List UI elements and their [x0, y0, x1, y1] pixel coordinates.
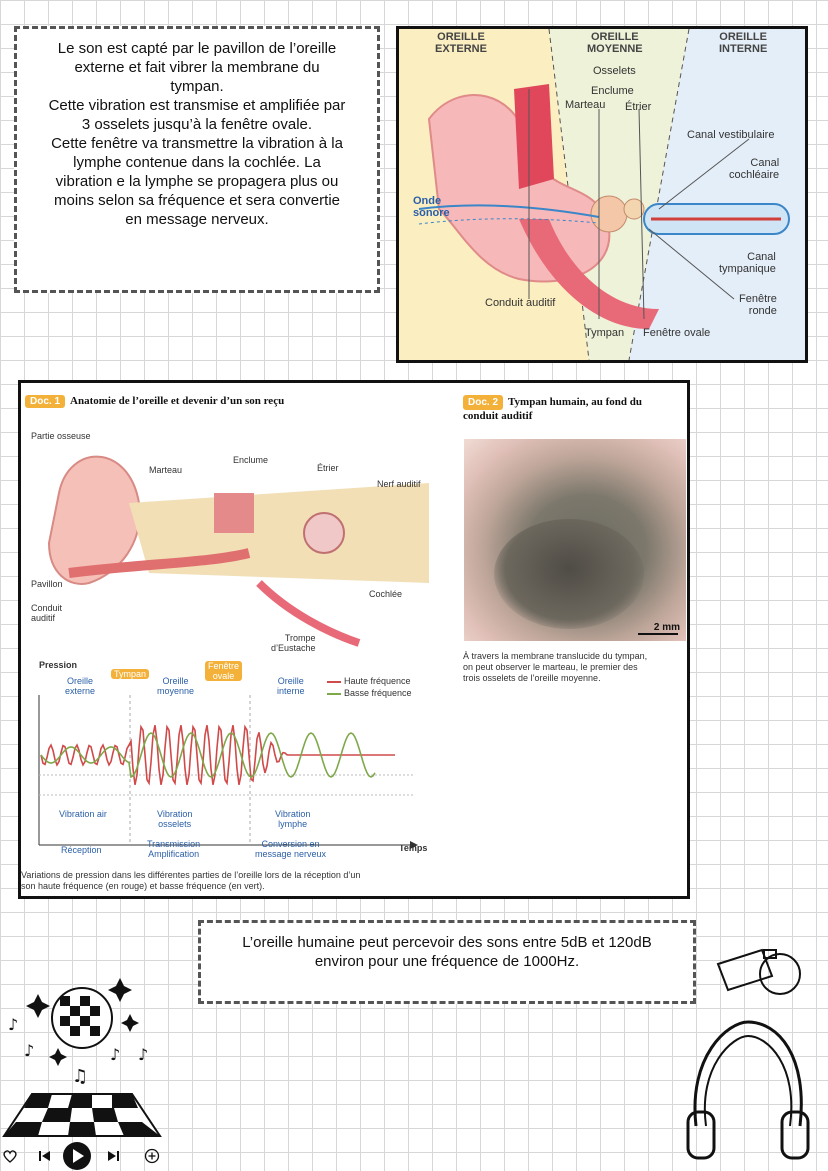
legend-haute-swatch	[327, 680, 341, 683]
sparkle-icon	[121, 1014, 139, 1032]
nerf-auditif-label: Nerf auditif	[377, 479, 421, 489]
pavillon-label: Pavillon	[31, 579, 63, 589]
marteau-label: Marteau	[565, 99, 606, 111]
next-icon[interactable]	[106, 1149, 120, 1163]
intro-line: moins selon sa fréquence et sera convert…	[54, 192, 340, 209]
sparkle-icon	[26, 994, 50, 1018]
heart-icon[interactable]	[2, 1148, 18, 1164]
range-note: L’oreille humaine peut percevoir des son…	[198, 920, 696, 1004]
etrier-label: Étrier	[317, 463, 339, 473]
player-bar	[0, 1140, 170, 1171]
conduit-auditif-label: Conduit auditif	[485, 297, 556, 309]
ear-diagram-illustration	[399, 29, 805, 360]
intro-line: tympan.	[170, 78, 224, 95]
basse-frequence-curve	[40, 732, 376, 779]
svg-text:♫: ♫	[72, 1066, 88, 1087]
legend-haute: Haute fréquence	[327, 676, 411, 686]
svg-text:♪: ♪	[8, 1015, 18, 1034]
intro-line: lymphe contenue dans la cochlée. La	[73, 154, 321, 171]
doc1-anatomy-illustration	[29, 423, 439, 663]
enclume-label: Enclume	[591, 85, 634, 97]
eardrum-photo: 2 mm	[464, 439, 686, 641]
doc2-badge: Doc. 2	[463, 395, 504, 410]
intro-line: externe et fait vibrer la membrane du	[74, 59, 320, 76]
intro-line: Cette fenêtre va transmettre la vibratio…	[51, 135, 343, 152]
previous-icon[interactable]	[38, 1149, 52, 1163]
canal-vestibulaire-label: Canal vestibulaire	[687, 129, 775, 141]
graph-ylabel: Pression	[39, 660, 78, 670]
sparkle-icon	[49, 1048, 67, 1066]
svg-text:♪: ♪	[138, 1045, 148, 1064]
play-icon[interactable]	[62, 1141, 92, 1171]
intro-line: en message nerveux.	[125, 211, 269, 228]
intro-line: vibration e la lymphe se propagera plus …	[55, 173, 339, 190]
osselets-label: Osselets	[593, 65, 636, 77]
graph-xlabel: Temps	[399, 843, 428, 853]
intro-line: Le son est capté par le pavillon de l’or…	[57, 40, 337, 57]
enclume-label: Enclume	[233, 455, 269, 465]
haute-frequence-curve	[40, 724, 395, 786]
legend-basse: Basse fréquence	[327, 688, 412, 698]
phase-reception: Réception	[61, 845, 102, 855]
fenetre-ovale-label: Fenêtre ovale	[643, 327, 711, 339]
legend-basse-swatch	[327, 692, 341, 695]
etrier-label: Étrier	[625, 101, 652, 113]
intro-line: Cette vibration est transmise et amplifi…	[48, 97, 346, 114]
svg-text:♪: ♪	[24, 1041, 34, 1060]
scale-bar	[638, 633, 678, 635]
tympan-tag: Tympan	[111, 669, 150, 679]
doc1-caption: Variations de pression dans les différen…	[21, 870, 361, 891]
scale-label: 2 mm	[653, 622, 680, 633]
range-line: L’oreille humaine peut percevoir des son…	[242, 934, 652, 951]
svg-text:♪: ♪	[110, 1045, 120, 1064]
intro-line: 3 osselets jusqu’à la fenêtre ovale.	[81, 116, 313, 133]
headphones-icon	[686, 1020, 810, 1160]
cochlee-label: Cochlée	[369, 589, 403, 599]
whistle-icon	[716, 948, 801, 995]
doc2-caption: À travers la membrane translucide du tym…	[463, 651, 648, 683]
range-line: environ pour une fréquence de 1000Hz.	[314, 953, 580, 970]
eardrum-membrane	[494, 519, 644, 629]
doc1-badge: Doc. 1	[25, 395, 66, 408]
sparkle-icon	[108, 978, 132, 1002]
marteau-label: Marteau	[149, 465, 183, 475]
partie-osseuse-label: Partie osseuse	[31, 431, 91, 441]
dance-floor-icon	[2, 1093, 162, 1137]
pressure-graph	[38, 695, 418, 849]
intro-note: Le son est capté par le pavillon de l’or…	[14, 26, 380, 293]
disco-ball-icon: ♪ ♪ ♫ ♪ ♪	[8, 978, 148, 1087]
tympan-label: Tympan	[585, 327, 625, 339]
add-icon[interactable]	[144, 1148, 160, 1164]
vibration-air: Vibration air	[59, 809, 107, 819]
